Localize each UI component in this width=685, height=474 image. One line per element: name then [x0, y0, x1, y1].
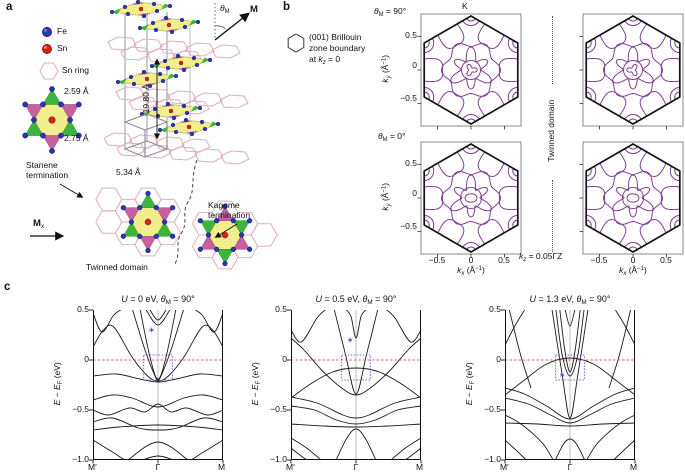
band-xtick-mprime: M′ — [500, 462, 509, 472]
fe-highlight — [44, 29, 47, 32]
stanene-arrow — [59, 183, 84, 198]
fs-xtick: 0.5 — [498, 255, 510, 265]
kagome-arrow — [214, 223, 238, 238]
band-ytick: −0.5 — [270, 404, 287, 414]
fermi-surface-plot-bl — [417, 141, 522, 258]
ky-axis-label-top: ky (Å−1) — [380, 54, 393, 83]
bz-note-line3: at kz = 0 — [309, 54, 341, 66]
band-structure-plot-2: ∗ — [287, 309, 422, 464]
legend-sn-label: Sn — [57, 43, 68, 53]
kagome-plate — [149, 53, 213, 73]
bond-length-top: 2.59 Å — [64, 86, 89, 96]
band-xtick-m: M — [630, 462, 638, 472]
ky-axis-label-bottom: ky (Å−1) — [380, 182, 393, 211]
band-ytick: 0.5 — [77, 304, 89, 314]
kx-axis-label-right: kx (Å−1) — [619, 265, 647, 277]
band-xtick-m: M — [416, 462, 424, 472]
fermi-surface-plot-tr — [579, 13, 684, 130]
fs-ytick: 0.5 — [405, 158, 417, 168]
stanene-termination-star — [120, 190, 176, 254]
band-structure-plot-3: ∗ — [501, 309, 636, 464]
fs-ytick: −0.5 — [400, 93, 417, 103]
twinned-divider-bottom — [552, 180, 553, 252]
theta-m-label: θM — [220, 3, 230, 15]
legend-swatches — [39, 27, 59, 80]
band-plot-title-1: U = 0 eV, θM = 90° — [121, 294, 195, 306]
legend-snring-label: Sn ring — [62, 65, 89, 75]
fs-xtick: 0.5 — [660, 255, 672, 265]
theta-0-label: θM = 0° — [378, 131, 406, 143]
a-axis-length: 5.34 Å — [116, 167, 141, 177]
band-xtick-m: M — [218, 462, 226, 472]
sn-highlight — [44, 46, 47, 49]
twinned-domain-label-a: Twinned domain — [86, 262, 148, 272]
svg-text:∗: ∗ — [347, 336, 354, 345]
fermi-surface-plot-tl — [417, 13, 522, 130]
kagome-plate — [109, 0, 173, 19]
panel-a-label: a — [6, 1, 13, 13]
band-xtick-gamma: Γ — [155, 462, 161, 472]
band-plot-title-3: U = 1.3 eV, θM = 90° — [529, 294, 611, 306]
theta-90-label: θM = 90° — [374, 6, 407, 18]
band-xtick-gamma: Γ — [567, 462, 573, 472]
termination-illustration — [30, 159, 278, 270]
svg-text:∗: ∗ — [559, 371, 566, 380]
kz-note: kz = 0.05ΓZ — [519, 251, 563, 263]
band-ytick: −0.5 — [72, 404, 89, 414]
fs-ytick: 0 — [412, 188, 417, 198]
fs-xtick: −0.5 — [428, 255, 446, 265]
band-xtick-mprime: M′ — [88, 462, 97, 472]
band-xtick-gamma: Γ — [353, 462, 359, 472]
legend-fe-label: Fe — [57, 26, 67, 36]
sn-ring-icon — [39, 62, 59, 80]
fs-ytick: 0 — [412, 60, 417, 70]
bond-length-bottom: 2.75 Å — [64, 133, 89, 143]
twinned-divider-top — [552, 16, 553, 84]
band-ytick: 0.5 — [489, 304, 501, 314]
mx-label: Mx — [33, 218, 45, 230]
band-ytick: 0 — [496, 354, 501, 364]
kx-axis-label-left: kx (Å−1) — [457, 265, 485, 277]
unit-cell — [123, 113, 169, 158]
fe-atom-icon — [42, 27, 52, 37]
svg-text:∗: ∗ — [148, 326, 155, 335]
band-structure-plot-1: ∗ — [89, 309, 224, 464]
m-vector-label: M — [250, 4, 258, 15]
band-ytick: −0.5 — [484, 404, 501, 414]
band-ytick: −1.0 — [270, 454, 287, 464]
band-xtick-mprime: M′ — [286, 462, 295, 472]
band-ytick: 0 — [84, 354, 89, 364]
magnetization-arrow — [214, 12, 250, 41]
band-ytick: −1.0 — [72, 454, 89, 464]
bz-hexagon-icon — [287, 33, 305, 53]
fs-ytick: −0.5 — [400, 221, 417, 231]
fs-ytick: 0.5 — [405, 30, 417, 40]
twinned-domain-label-b: Twinned domain — [546, 99, 557, 162]
fs-xtick: −0.5 — [590, 255, 608, 265]
fs-xtick: 0 — [630, 255, 636, 265]
band-ytick: 0.5 — [275, 304, 287, 314]
crystal-structure-illustration — [22, 0, 278, 270]
fermi-surface-plot-br — [579, 141, 684, 258]
band-plot-title-2: U = 0.5 eV, θM = 90° — [315, 294, 397, 306]
stacked-structure — [103, 0, 250, 165]
panel-c-label: c — [4, 281, 11, 293]
panel-b-label: b — [283, 1, 291, 13]
band-ytick: −1.0 — [484, 454, 501, 464]
kpoint-k: K — [462, 1, 468, 11]
bz-note-line2: zone boundary — [309, 43, 366, 53]
theta-arc — [214, 25, 227, 30]
fs-xtick: 0 — [468, 255, 474, 265]
band-ytick: 0 — [282, 354, 287, 364]
sn-atom-icon — [42, 44, 52, 54]
bz-note-line1: (001) Brillouin — [309, 32, 362, 42]
c-axis-length: 19.80 Å — [141, 84, 152, 114]
